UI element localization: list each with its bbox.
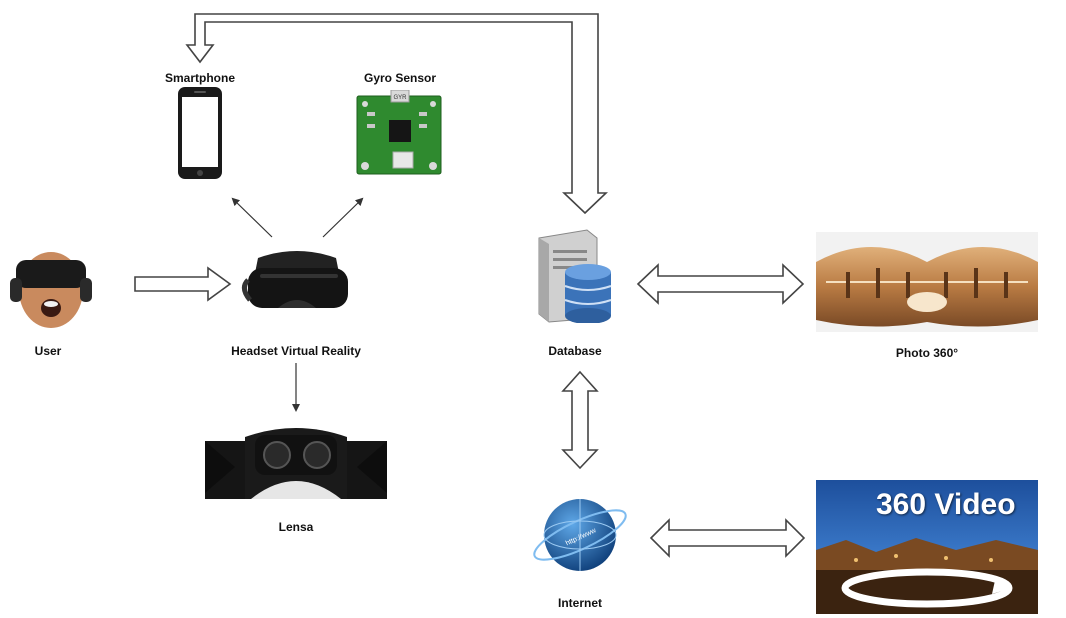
user-with-headset-icon <box>10 252 92 328</box>
user-node <box>6 238 96 330</box>
user-label: User <box>34 344 62 358</box>
video-360-title: 360 Video <box>876 488 1016 521</box>
database-photo-double-arrow <box>636 263 805 305</box>
gyro-chip-text: GYR <box>393 95 407 101</box>
smartphone-node <box>176 85 224 181</box>
video-360-node: 360 Video <box>816 480 1038 614</box>
database-server-icon <box>538 229 612 324</box>
photo-360-label: Photo 360° <box>895 346 959 360</box>
gyro-sensor-node: GYR <box>355 89 443 176</box>
lens-label: Lensa <box>278 520 314 534</box>
vr-headset-icon <box>242 251 348 308</box>
internet-node: http://www <box>528 487 632 579</box>
lens-node <box>205 427 387 499</box>
photo-360-node <box>816 232 1038 332</box>
user-to-headset-arrow <box>134 266 232 302</box>
gyro-sensor-label: Gyro Sensor <box>363 71 437 85</box>
smartphone-icon <box>178 87 222 179</box>
database-node <box>535 228 615 324</box>
headset-node <box>240 248 355 318</box>
internet-globe-icon: http://www <box>533 499 627 571</box>
database-internet-double-arrow <box>561 370 599 470</box>
headset-to-smartphone-arrow <box>231 197 273 238</box>
smartphone-label: Smartphone <box>164 71 236 85</box>
panorama-photo-image <box>816 232 1038 332</box>
vr-lens-icon <box>205 428 387 499</box>
headset-to-gyro-arrow <box>322 197 364 238</box>
video-360-thumbnail <box>816 480 1038 614</box>
gyro-sensor-board-icon: GYR <box>356 89 442 175</box>
database-smartphone-loop-arrow <box>185 13 608 215</box>
internet-video-double-arrow <box>649 518 806 558</box>
database-label: Database <box>548 344 602 358</box>
internet-label: Internet <box>557 596 603 610</box>
headset-label: Headset Virtual Reality <box>231 344 361 358</box>
